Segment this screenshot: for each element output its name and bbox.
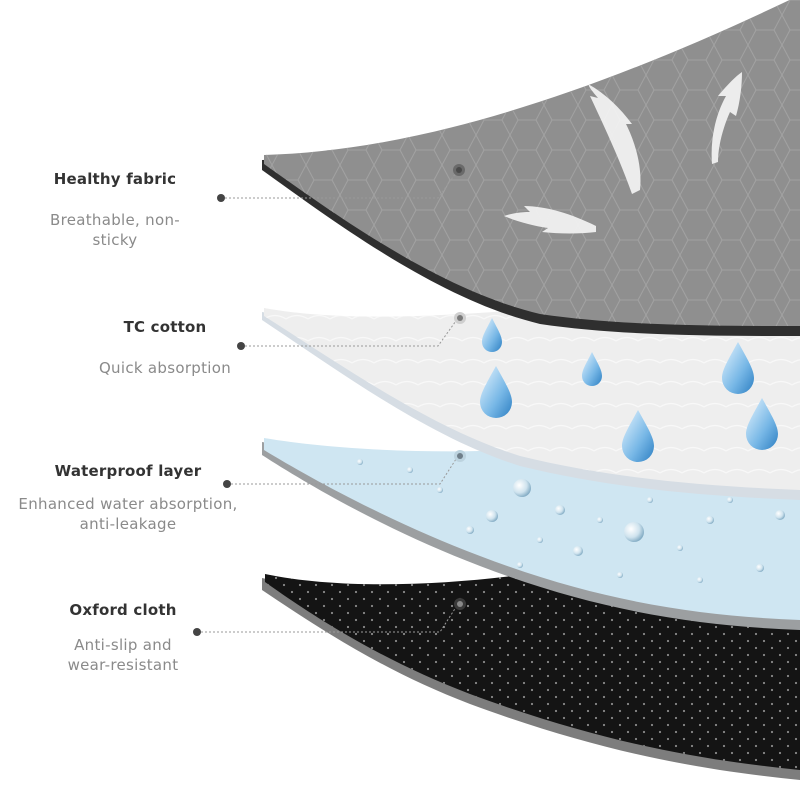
layer-title: TC cotton (123, 318, 207, 336)
label-oxford-cloth: Oxford cloth Anti-slip and wear-resistan… (48, 601, 198, 675)
layer-title: Waterproof layer (54, 462, 202, 480)
layer-description: Anti-slip and wear-resistant (48, 635, 198, 675)
tc-cotton-layer (262, 292, 800, 500)
label-tc-cotton: TC cotton Quick absorption (70, 318, 260, 378)
airflow-arrows-icon (504, 72, 742, 234)
layer-description: Breathable, non-sticky (50, 211, 180, 249)
leader-line-oxford-cloth (193, 598, 466, 636)
layer-description-line: Anti-slip and (74, 636, 172, 654)
leader-line-tc-cotton (237, 312, 466, 350)
layer-title: Oxford cloth (69, 601, 177, 619)
leader-line-healthy-fabric (217, 164, 465, 202)
layer-description: Quick absorption (98, 359, 232, 377)
layer-description-line: wear-resistant (67, 656, 179, 674)
label-waterproof-layer: Waterproof layer Enhanced water absorpti… (8, 462, 248, 534)
label-healthy-fabric: Healthy fabric Breathable, non-sticky (40, 170, 190, 250)
leader-line-waterproof-layer (223, 450, 466, 488)
water-bead-icon (357, 459, 785, 583)
layer-description-line: anti-leakage (79, 515, 177, 533)
water-drop-icon (480, 318, 778, 462)
layer-description: Enhanced water absorption, anti-leakage (8, 494, 248, 534)
healthy-fabric-layer (262, 0, 800, 336)
layer-title: Healthy fabric (53, 170, 177, 188)
layer-description-line: Enhanced water absorption, (18, 495, 238, 513)
